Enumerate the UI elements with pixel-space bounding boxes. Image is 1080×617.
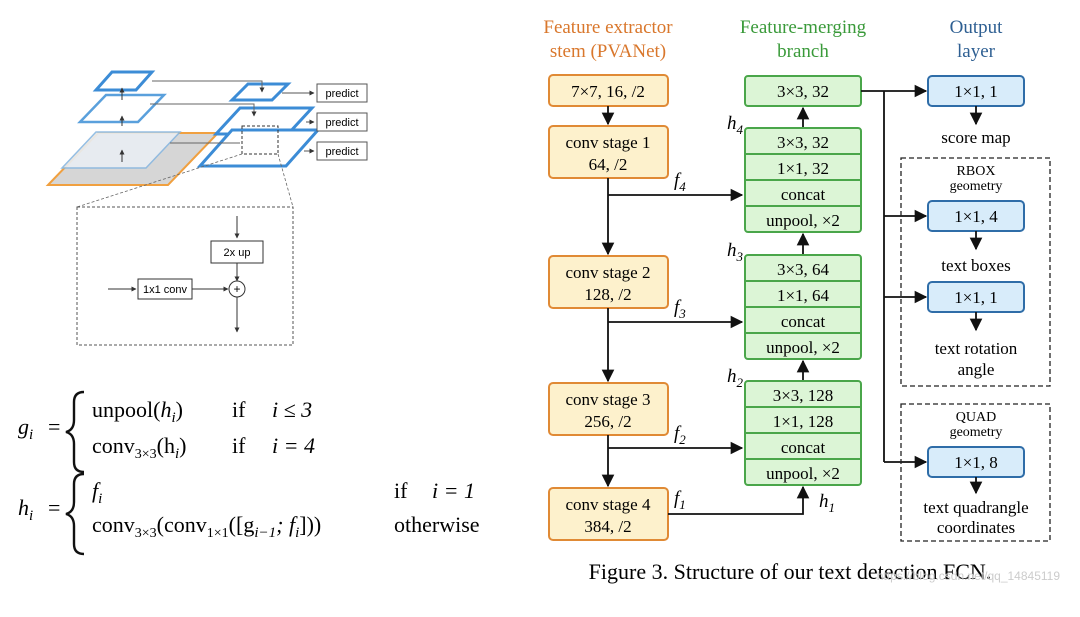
- merge-layer-label: unpool, ×2: [766, 211, 840, 230]
- f2-label: f2: [674, 423, 686, 447]
- predict-label: predict: [325, 88, 358, 100]
- lateral-connection: [150, 103, 257, 117]
- equations: gi = unpool(hi) if i ≤ 3 conv3×3(hi) if …: [18, 390, 480, 556]
- conv-label: 1x1 conv: [143, 284, 188, 296]
- merge-layer-label: concat: [781, 312, 826, 331]
- h-case-1-if: if: [394, 478, 408, 503]
- h-case-2-otherwise: otherwise: [394, 512, 480, 537]
- g-brace: [65, 390, 85, 474]
- stem-block-label: 384, /2: [584, 517, 631, 536]
- boxes-block-label: 1×1, 4: [954, 207, 998, 226]
- angle-block-label: 1×1, 1: [954, 288, 998, 307]
- zoom-line: [76, 153, 243, 208]
- h2-label: h2: [727, 366, 744, 390]
- g-case-2: conv3×3(hi): [92, 433, 187, 462]
- h-case-1: fi: [92, 478, 102, 507]
- stem-block-label: 256, /2: [584, 412, 631, 431]
- stem-block-label: conv stage 1: [566, 133, 651, 152]
- h4-label: h4: [727, 113, 744, 137]
- highlight-box: [241, 125, 279, 155]
- stem-block-label: conv stage 2: [566, 263, 651, 282]
- top-feature-plane: [92, 70, 156, 92]
- stem-block-label: conv stage 4: [566, 495, 651, 514]
- stem-block-label: 64, /2: [589, 155, 628, 174]
- score-caption: score map: [941, 128, 1010, 147]
- f1-connection: [668, 485, 810, 515]
- upsample-label: 2x up: [224, 247, 251, 259]
- predict-box: [316, 83, 368, 103]
- merge-layer-label: 3×3, 32: [777, 133, 829, 152]
- g-case-1-cond: i ≤ 3: [272, 397, 312, 422]
- h-case-2: conv3×3(conv1×1([gi−1; fi])): [92, 512, 321, 541]
- middle-feature-plane: [77, 93, 167, 124]
- merge-layer-label: unpool, ×2: [766, 338, 840, 357]
- plus-symbol: +: [233, 282, 240, 296]
- f3-label: f3: [674, 297, 686, 321]
- top-down-plane-1: [228, 82, 292, 102]
- predict-label: predict: [325, 146, 358, 158]
- h3-label: h3: [727, 240, 744, 264]
- h-lhs: hi: [18, 495, 33, 524]
- predict-box: [316, 112, 368, 132]
- g-equals: =: [48, 414, 60, 439]
- fpn-pyramid-diagram: predict predict predict 2x up 1x1 conv +: [45, 70, 368, 346]
- quad-block-label: 1×1, 8: [954, 453, 998, 472]
- figure-caption: Figure 3. Structure of our text detectio…: [589, 559, 992, 584]
- merge-layer-label: 1×1, 32: [777, 159, 829, 178]
- h-equals: =: [48, 495, 60, 520]
- zoom-line: [277, 153, 294, 208]
- score-block-label: 1×1, 1: [954, 82, 998, 101]
- predict-label: predict: [325, 117, 358, 129]
- f1-label: f1: [674, 488, 686, 512]
- lateral-connection: [152, 80, 265, 93]
- merge-layer-label: 1×1, 128: [773, 412, 834, 431]
- f4-label: f4: [674, 170, 686, 194]
- g-case-2-if: if: [232, 433, 246, 458]
- h1-label: h1: [819, 491, 835, 515]
- g-lhs: gi: [18, 414, 33, 443]
- watermark: https://blog.csdn.net/qq_14845119: [877, 569, 1061, 583]
- quad-group: [900, 403, 1051, 542]
- stem-block-label: 7×7, 16, /2: [571, 82, 645, 101]
- g-case-2-cond: i = 4: [272, 433, 315, 458]
- stem-block-label: conv stage 3: [566, 390, 651, 409]
- merge-layer-label: unpool, ×2: [766, 464, 840, 483]
- merge-layer-label: concat: [781, 438, 826, 457]
- merge-top-label: 3×3, 32: [777, 82, 829, 101]
- g-case-1: unpool(hi): [92, 397, 183, 426]
- h-case-1-cond: i = 1: [432, 478, 475, 503]
- merge-layer-label: 3×3, 64: [777, 260, 830, 279]
- merge-layer-label: 3×3, 128: [773, 386, 834, 405]
- h-brace: [65, 472, 85, 556]
- stem-block-label: 128, /2: [584, 285, 631, 304]
- rbox-group: [900, 157, 1051, 387]
- merge-layer-label: 1×1, 64: [777, 286, 830, 305]
- predict-box: [316, 141, 368, 161]
- g-case-1-if: if: [232, 397, 246, 422]
- boxes-caption: text boxes: [941, 256, 1010, 275]
- merge-detail-box: [76, 206, 294, 346]
- merge-layer-label: concat: [781, 185, 826, 204]
